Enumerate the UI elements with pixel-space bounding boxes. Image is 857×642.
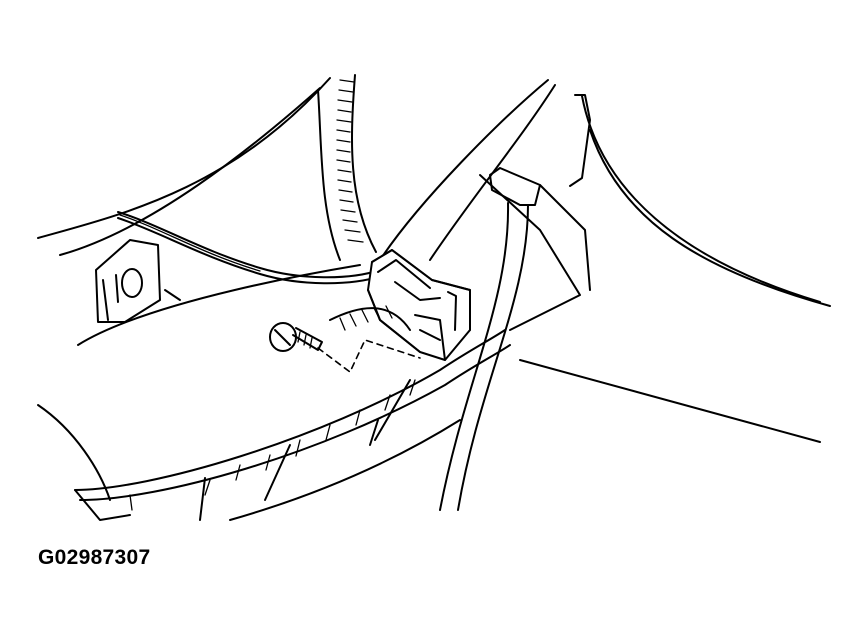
mounting-bracket [95,239,181,323]
corrugated-loom [317,74,377,261]
fender-outline [581,95,831,307]
bolt-icon [269,322,323,352]
electrical-connector [329,249,471,361]
installation-guide-lines [317,339,421,373]
figure-id-label: G02987307 [38,546,151,569]
bumper-lower-edge [479,174,591,331]
body-panel-outline [37,77,821,501]
support-strut [439,94,591,511]
lower-panel [74,329,511,521]
wire-harness [117,211,383,285]
